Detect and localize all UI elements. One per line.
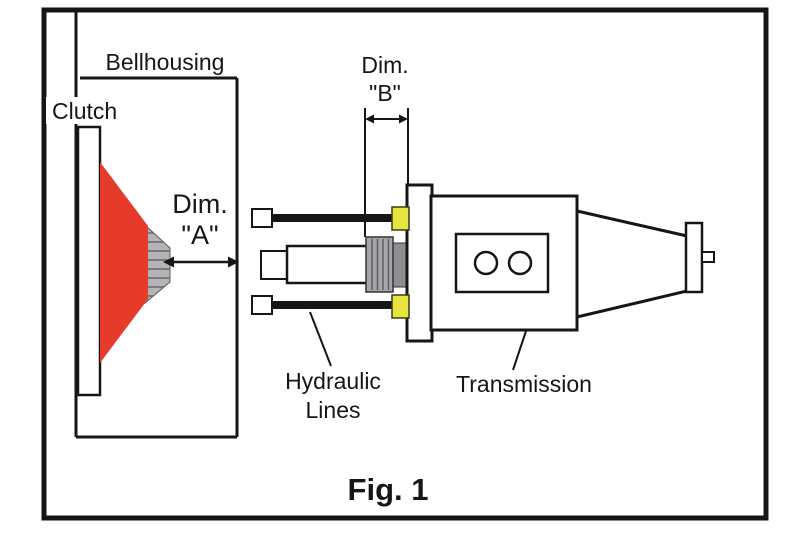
hydraulic-line-top — [271, 214, 393, 222]
hydraulic-pointer-line — [309, 311, 332, 367]
transmission-pointer-line — [512, 330, 527, 371]
dim-a-arrowhead-right — [228, 256, 239, 268]
dim-a-label-line2: "A" — [181, 220, 218, 250]
dim-b-arrowhead-right — [399, 114, 408, 124]
bellhousing-outline — [74, 12, 239, 439]
input-shaft — [285, 244, 369, 285]
hydraulic-cap-top — [251, 208, 273, 228]
figure-caption: Fig. 1 — [348, 472, 429, 507]
hydraulic-fitting-bottom — [391, 294, 410, 319]
output-shaft-stub — [701, 251, 715, 263]
hydraulic-cap-bottom — [251, 295, 273, 315]
transmission-front-plate — [405, 183, 434, 343]
clutch-disc — [100, 162, 148, 363]
transmission-label: Transmission — [456, 371, 592, 397]
input-shaft-end — [260, 250, 288, 280]
bolt-hole-right — [507, 250, 533, 276]
clutch-label-background — [46, 97, 130, 124]
tail-housing — [575, 209, 689, 319]
flywheel — [76, 125, 102, 397]
dim-a-arrowhead-left — [163, 256, 174, 268]
bolt-hole-left — [473, 250, 499, 276]
dim-b-arrowhead-left — [365, 114, 374, 124]
figure-frame — [41, 7, 769, 521]
output-flange — [684, 221, 704, 294]
hydraulic-lines-label-line1: Hydraulic — [285, 368, 381, 394]
hydraulic-fitting-top — [391, 206, 410, 231]
hydraulic-line-bottom — [271, 301, 393, 309]
bellhousing-label: Bellhousing — [106, 49, 225, 75]
dim-a-label-line1: Dim. — [172, 189, 228, 219]
clutch-hub — [144, 223, 171, 305]
dim-b-label-line2: "B" — [369, 80, 401, 106]
transmission-side-panel — [454, 232, 550, 294]
slave-cylinder-ribs — [371, 239, 390, 290]
clutch-label: Clutch — [52, 98, 117, 124]
hydraulic-lines-label-line2: Lines — [306, 397, 361, 423]
dim-a-arrow — [163, 256, 239, 268]
dim-b-label-line1: Dim. — [361, 52, 408, 78]
